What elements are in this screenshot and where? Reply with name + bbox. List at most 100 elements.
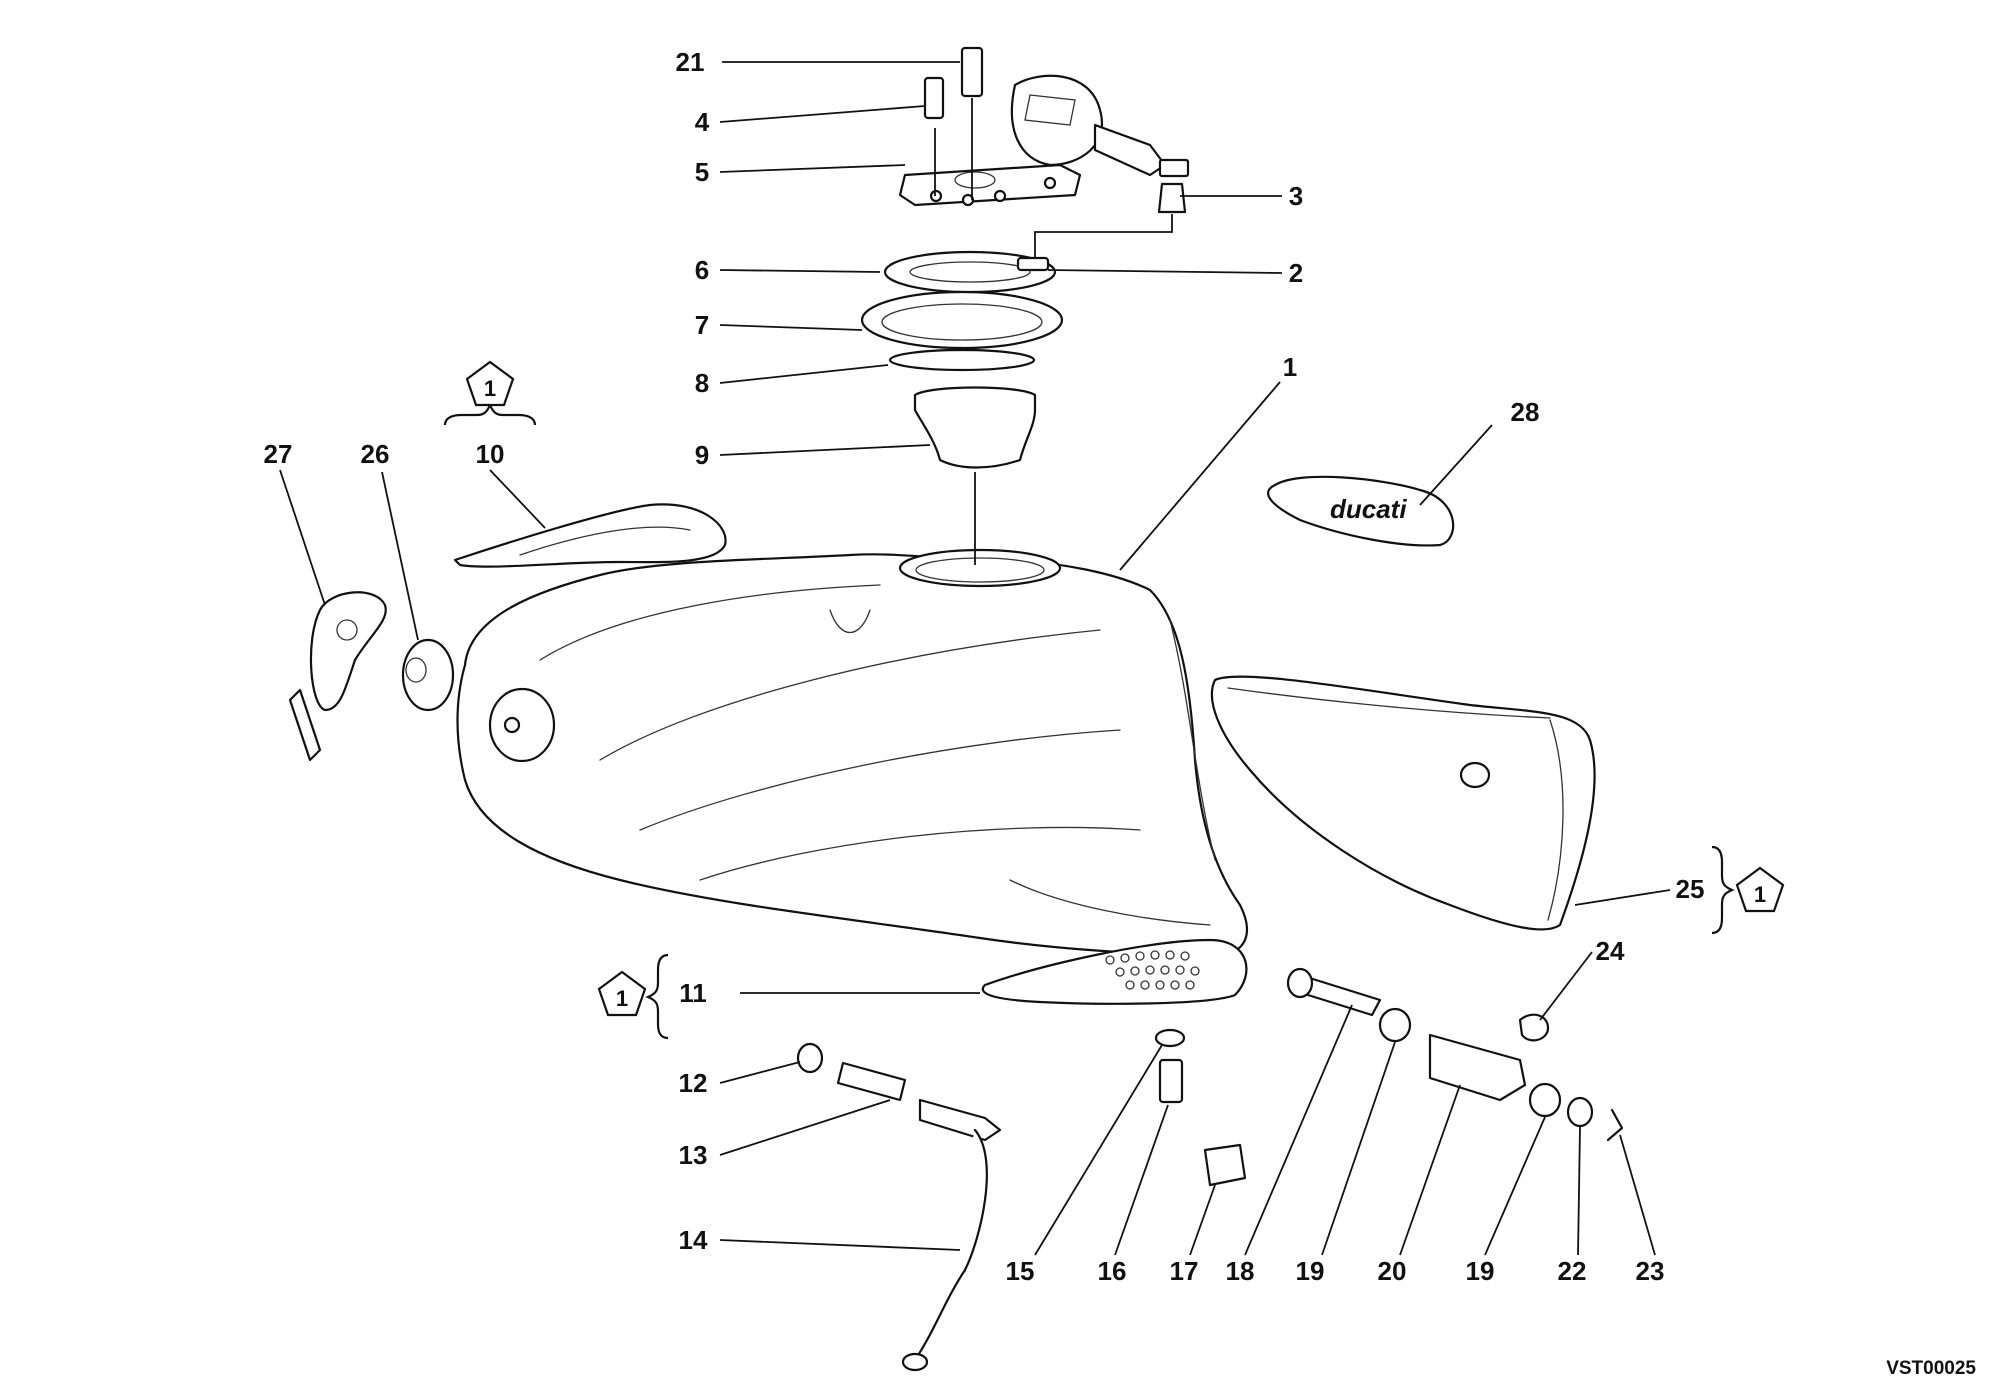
callout-28: 28	[1511, 397, 1540, 427]
filler-key	[1093, 123, 1167, 177]
filler-cap-assembly	[860, 46, 1190, 469]
leader-27	[279, 469, 326, 606]
drawing-code-label: VST00025	[1886, 1358, 1976, 1379]
bush-19a	[1378, 1007, 1412, 1043]
badge-group-25: 1	[1735, 866, 1785, 913]
callout-6: 6	[695, 255, 709, 285]
pentagon-badge-icon	[597, 970, 647, 1017]
callout-8: 8	[695, 368, 709, 398]
bolt-16	[1158, 1058, 1184, 1104]
leader-16	[1114, 1104, 1169, 1256]
seal-8	[888, 348, 1036, 372]
callout-7: 7	[695, 310, 709, 340]
callout-10: 10	[476, 439, 505, 469]
washer-22	[1566, 1096, 1594, 1128]
filler-cap-lock	[1010, 74, 1103, 167]
bush-19b	[1528, 1082, 1562, 1118]
leader-7	[719, 324, 863, 331]
leader-8	[719, 364, 889, 384]
hinge-bracket-27	[309, 591, 387, 712]
hinge-bolt-assembly	[1286, 967, 1624, 1142]
leader-18	[1244, 1004, 1353, 1256]
badge-group-11: 1	[597, 970, 647, 1017]
leader-4	[719, 105, 926, 123]
callout-21: 21	[676, 47, 705, 77]
screw-4	[923, 76, 945, 120]
fuel-tank	[456, 548, 1248, 957]
callout-23: 23	[1636, 1256, 1665, 1286]
knee-pad-lower-holes	[1105, 950, 1200, 990]
tank-side-panel	[1210, 675, 1596, 931]
prop-rod-14	[913, 1128, 988, 1362]
callout-9: 9	[695, 440, 709, 470]
callout-4: 4	[695, 107, 710, 137]
leader-2	[1047, 269, 1283, 274]
badge-11-label: 1	[616, 986, 628, 1011]
brace-10	[443, 402, 537, 426]
pentagon-badge-icon	[1735, 866, 1785, 913]
leader-23	[1619, 1134, 1656, 1256]
callout-18: 18	[1226, 1256, 1255, 1286]
callout-19a: 19	[1296, 1256, 1325, 1286]
nut-17	[1203, 1143, 1247, 1187]
callout-5: 5	[695, 157, 709, 187]
callout-22: 22	[1558, 1256, 1587, 1286]
bushing-3	[1157, 182, 1187, 214]
callout-3: 3	[1289, 181, 1303, 211]
leader-20	[1399, 1084, 1461, 1256]
leader-10	[489, 469, 546, 529]
brace-11	[645, 953, 669, 1040]
callout-1: 1	[1283, 352, 1297, 382]
badge-25-label: 1	[1754, 882, 1766, 907]
leader-15	[1034, 1044, 1163, 1256]
pentagon-badge-icon	[465, 360, 515, 407]
leader-19a	[1321, 1041, 1396, 1256]
clip-23	[1606, 1108, 1624, 1142]
leader-6	[719, 269, 881, 273]
screw-24	[1518, 1013, 1550, 1042]
leader-lines	[279, 61, 1671, 1256]
leader-1	[1119, 381, 1281, 571]
pin-2	[1016, 256, 1050, 272]
badge-group-10: 1	[465, 360, 515, 407]
callout-12: 12	[679, 1068, 708, 1098]
callout-24: 24	[1596, 936, 1625, 966]
sleeve-13	[836, 1061, 907, 1102]
callout-19b: 19	[1466, 1256, 1495, 1286]
tank-prop-rod-assembly	[796, 1042, 1002, 1372]
callout-14: 14	[679, 1225, 708, 1255]
bush-12	[796, 1042, 824, 1074]
callout-17: 17	[1170, 1256, 1199, 1286]
callout-26: 26	[361, 439, 390, 469]
leader-14	[719, 1239, 961, 1251]
callout-15: 15	[1006, 1256, 1035, 1286]
callout-27: 27	[264, 439, 293, 469]
callout-11: 11	[679, 978, 707, 1008]
badge-10-label: 1	[484, 376, 496, 401]
tank-hinge-assembly	[288, 591, 455, 762]
brace-25	[1711, 845, 1735, 935]
rubber-26	[401, 638, 455, 712]
mount-fasteners	[1154, 1028, 1247, 1187]
leader-17	[1189, 1184, 1216, 1256]
callout-13: 13	[679, 1140, 708, 1170]
leader-12	[719, 1061, 801, 1084]
ducati-emblem-decal: ducati	[1267, 475, 1455, 547]
leader-9	[719, 444, 931, 456]
leader-28	[1419, 424, 1493, 506]
emblem-text: ducati	[1330, 494, 1407, 524]
callout-20: 20	[1378, 1256, 1407, 1286]
leader-24	[1539, 951, 1593, 1021]
knee-pad-left	[453, 503, 727, 568]
hinge-block-20	[1428, 1033, 1527, 1102]
leader-13	[719, 1099, 891, 1156]
callout-16: 16	[1098, 1256, 1127, 1286]
leader-22	[1577, 1126, 1581, 1256]
leader-3-down	[1034, 214, 1173, 258]
washer-15	[1154, 1028, 1186, 1048]
leader-19b	[1484, 1116, 1546, 1256]
callout-2: 2	[1289, 258, 1303, 288]
callout-25: 25	[1676, 874, 1705, 904]
callout-numbers: 21 4 5 6 7 8 9 3 2 1 28 27 26 10 25 24 1…	[264, 47, 1705, 1286]
